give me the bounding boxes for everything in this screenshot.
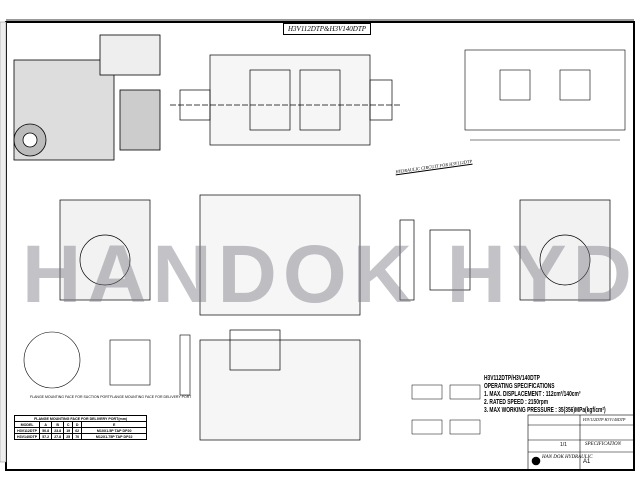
watermark: HANDOK HYD: [22, 229, 638, 320]
cell: 70: [72, 433, 83, 440]
spec-heading: OPERATING SPECIFICATIONS: [484, 381, 555, 390]
cell: 57.2: [39, 433, 53, 440]
cell: H3V140DTP: [13, 433, 41, 440]
title-block-lines: [527, 414, 635, 471]
flange-table: FLANGE MOUNTING FACE FOR DELIVERY PORT(m…: [13, 415, 148, 440]
model-names: H3V112DTP H3V140DTP: [583, 417, 626, 422]
pump-isometric-view: [13, 34, 161, 161]
flange-views: [23, 331, 191, 396]
spec-model: H3V112DTP/H3V140DTP: [484, 373, 540, 382]
operating-specifications: H3V112DTP/H3V140DTP OPERATING SPECIFICAT…: [484, 374, 606, 414]
drawing-name: SPECIFICATION: [585, 442, 621, 447]
cell: M12X1.75P TAP DP22: [81, 433, 148, 440]
flange-label-delivery: FLANGE MOUNTING FACE FOR DELIVERY PORT: [110, 395, 192, 399]
spec-line: 2. RATED SPEED : 2150rpm: [484, 397, 549, 406]
drawing-title: H3V112DTP&H3V140DTP: [283, 23, 372, 35]
cell: 27.8: [51, 433, 65, 440]
table-row: H3V140DTP 57.2 27.8 25 70 M12X1.75P TAP …: [13, 433, 148, 440]
pump-bottom-view: [199, 329, 361, 441]
pump-top-view: [170, 54, 400, 146]
table-row: H3V112DTP 50.8 23.8 19 62 M10X1.5P TAP D…: [13, 427, 148, 434]
spec-line: 3. MAX WORKING PRESSURE : 35(356)MPa(kgf…: [484, 405, 606, 414]
company-name: HAN DOK HYDRAULIC: [542, 455, 593, 460]
spec-line: 1. MAX. DISPLACEMENT : 112cm³/140cm³: [484, 389, 581, 398]
port-details: [411, 384, 481, 435]
scale: 1/1: [560, 442, 567, 448]
pump-side-views: [59, 194, 611, 316]
sheet-size: A1: [583, 459, 591, 465]
flange-label-suction: FLANGE MOUNTING FACE FOR SUCTION PORT: [30, 395, 110, 399]
hydraulic-circuit: [464, 49, 626, 141]
cell: 25: [63, 433, 74, 440]
